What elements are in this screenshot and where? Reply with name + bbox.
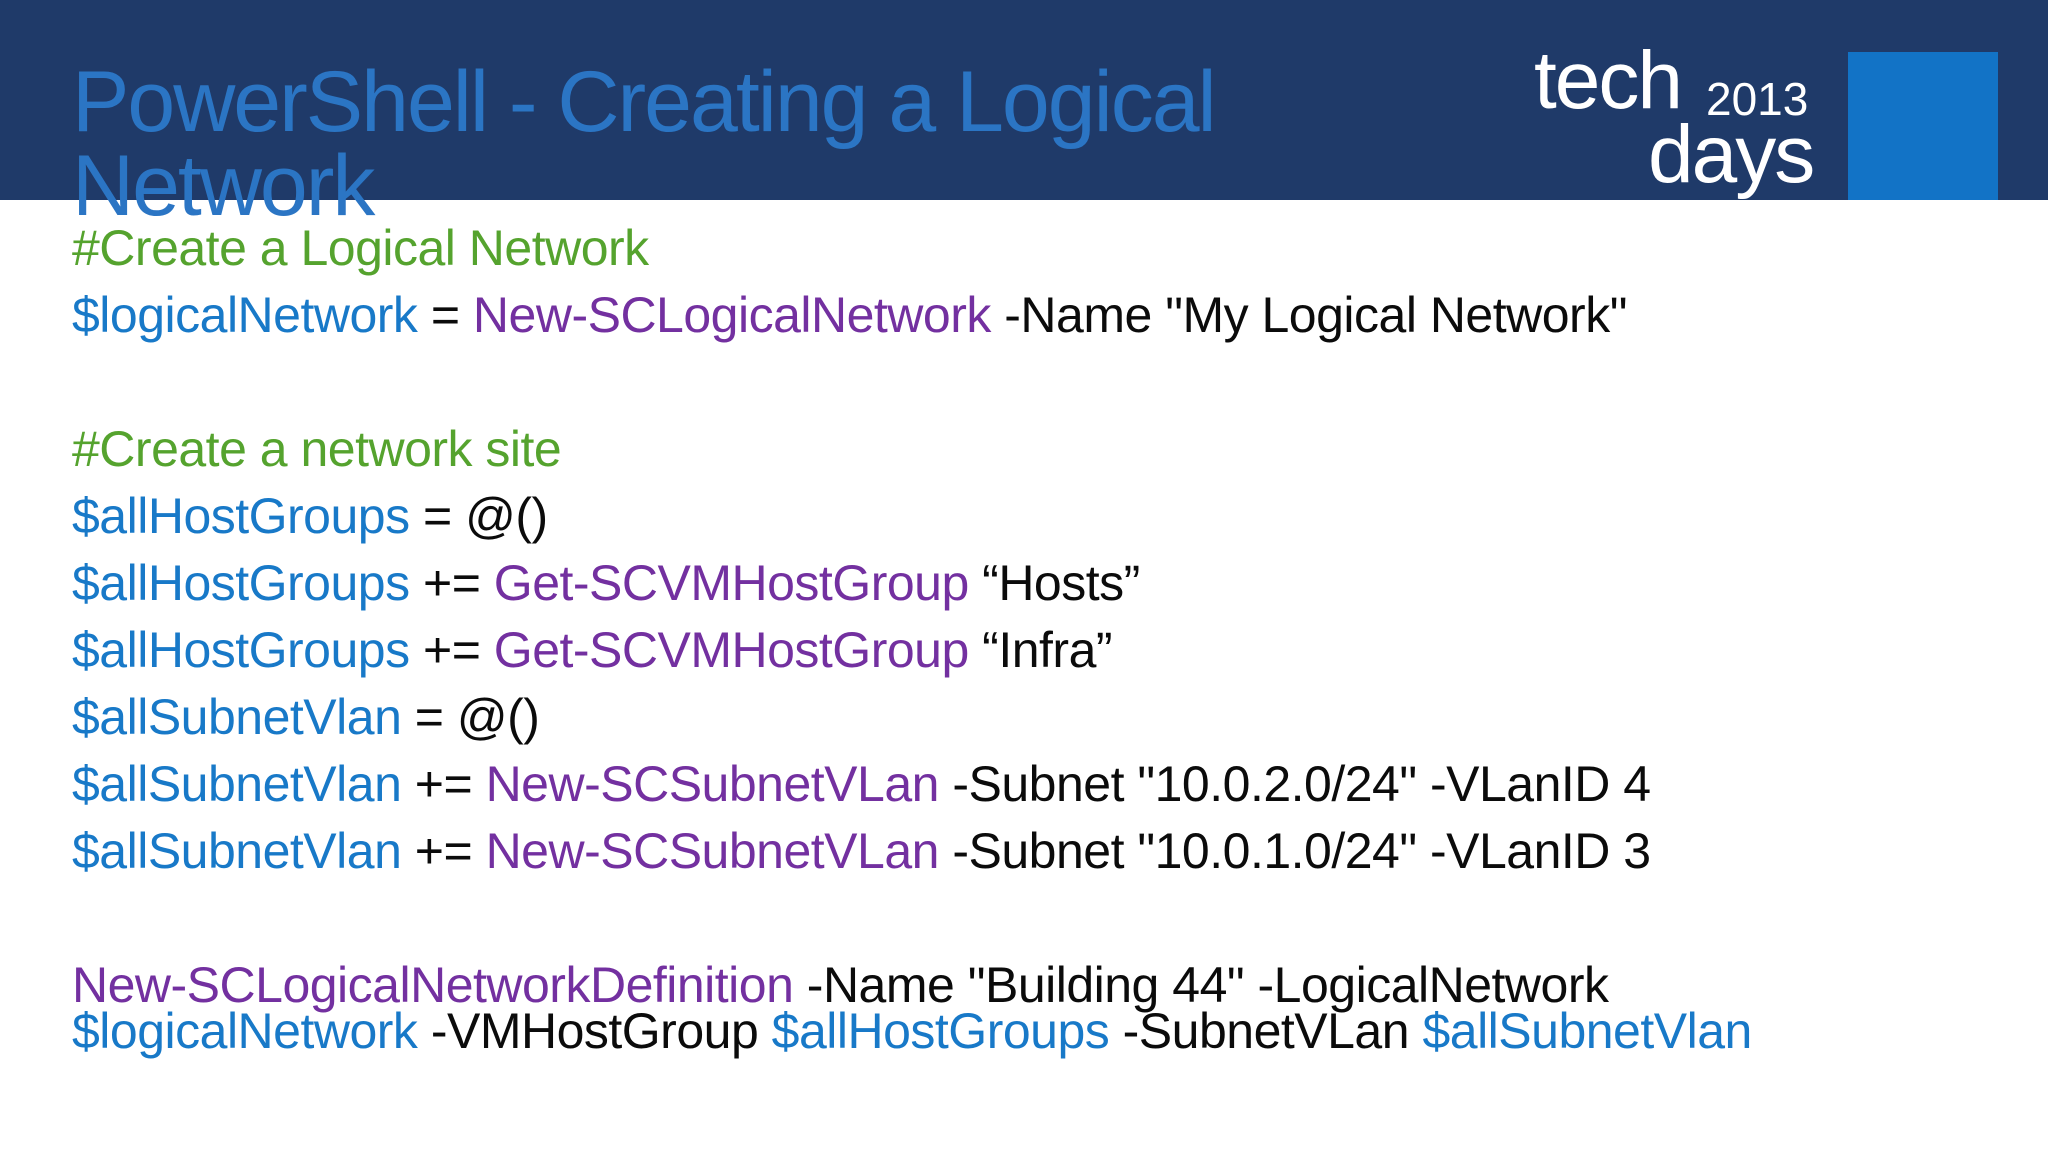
code-token-cmdlet: New-SCLogicalNetworkDefinition	[72, 957, 794, 1013]
code-token-text: -Name "My Logical Network"	[990, 287, 1627, 343]
code-token-comment: #Create a Logical Network	[72, 220, 649, 276]
code-blank-line	[72, 895, 1932, 941]
code-token-text: “Infra”	[968, 622, 1113, 678]
code-token-text: +=	[409, 555, 494, 611]
code-token-variable: $allSubnetVlan	[1422, 1003, 1752, 1059]
techdays-logo-year: 2013	[1706, 73, 1809, 125]
code-token-text: -Subnet "10.0.2.0/24" -VLanID 4	[938, 756, 1651, 812]
code-token-comment: #Create a network site	[72, 421, 562, 477]
code-line: New-SCLogicalNetworkDefinition -Name "Bu…	[72, 960, 1932, 1010]
code-token-text: = @()	[401, 689, 540, 745]
code-token-text: +=	[409, 622, 494, 678]
code-token-variable: $allSubnetVlan	[72, 756, 402, 812]
code-line: $logicalNetwork -VMHostGroup $allHostGro…	[72, 1006, 1932, 1056]
code-token-cmdlet: New-SCSubnetVLan	[485, 823, 940, 879]
code-token-text: “Hosts”	[968, 555, 1140, 611]
code-token-cmdlet: New-SCLogicalNetwork	[472, 287, 991, 343]
code-line: #Create a network site	[72, 424, 1932, 474]
code-line: #Create a Logical Network	[72, 223, 1932, 273]
code-token-variable: $allHostGroups	[72, 488, 410, 544]
code-token-text: -Subnet "10.0.1.0/24" -VLanID 3	[938, 823, 1651, 879]
code-blank-line	[72, 359, 1932, 405]
code-line: $allHostGroups = @()	[72, 491, 1932, 541]
code-token-text: -SubnetVLan	[1109, 1003, 1423, 1059]
techdays-logo-days: days	[1648, 109, 1815, 200]
techdays-logo-tech: tech	[1534, 35, 1683, 126]
slide-title: PowerShell - Creating a Logical Network	[72, 54, 1217, 234]
code-block: #Create a Logical Network $logicalNetwork…	[72, 223, 1932, 1075]
code-line: $allSubnetVlan += New-SCSubnetVLan -Subn…	[72, 826, 1932, 876]
code-line: $allHostGroups += Get-SCVMHostGroup “Hos…	[72, 558, 1932, 608]
code-token-variable: $logicalNetwork	[72, 287, 418, 343]
code-token-text: -Name "Building 44" -LogicalNetwork	[793, 957, 1609, 1013]
code-token-variable: $allSubnetVlan	[72, 689, 402, 745]
code-token-variable: $allSubnetVlan	[72, 823, 402, 879]
code-token-cmdlet: Get-SCVMHostGroup	[493, 622, 969, 678]
code-token-variable: $allHostGroups	[771, 1003, 1110, 1059]
header-band	[0, 0, 2048, 200]
code-token-text: =	[417, 287, 473, 343]
code-token-variable: $allHostGroups	[72, 622, 410, 678]
code-line: $allSubnetVlan += New-SCSubnetVLan -Subn…	[72, 759, 1932, 809]
code-token-text: +=	[401, 756, 486, 812]
code-line: $allHostGroups += Get-SCVMHostGroup “Inf…	[72, 625, 1932, 675]
code-token-text: +=	[401, 823, 486, 879]
code-token-cmdlet: New-SCSubnetVLan	[485, 756, 940, 812]
code-token-variable: $allHostGroups	[72, 555, 410, 611]
code-token-text: = @()	[409, 488, 548, 544]
code-line: $logicalNetwork = New-SCLogicalNetwork -…	[72, 290, 1932, 340]
logo-blue-square	[1848, 52, 1998, 200]
code-token-text: -VMHostGroup	[417, 1003, 772, 1059]
code-token-variable: $logicalNetwork	[72, 1003, 418, 1059]
code-line: $allSubnetVlan = @()	[72, 692, 1932, 742]
code-token-cmdlet: Get-SCVMHostGroup	[493, 555, 969, 611]
